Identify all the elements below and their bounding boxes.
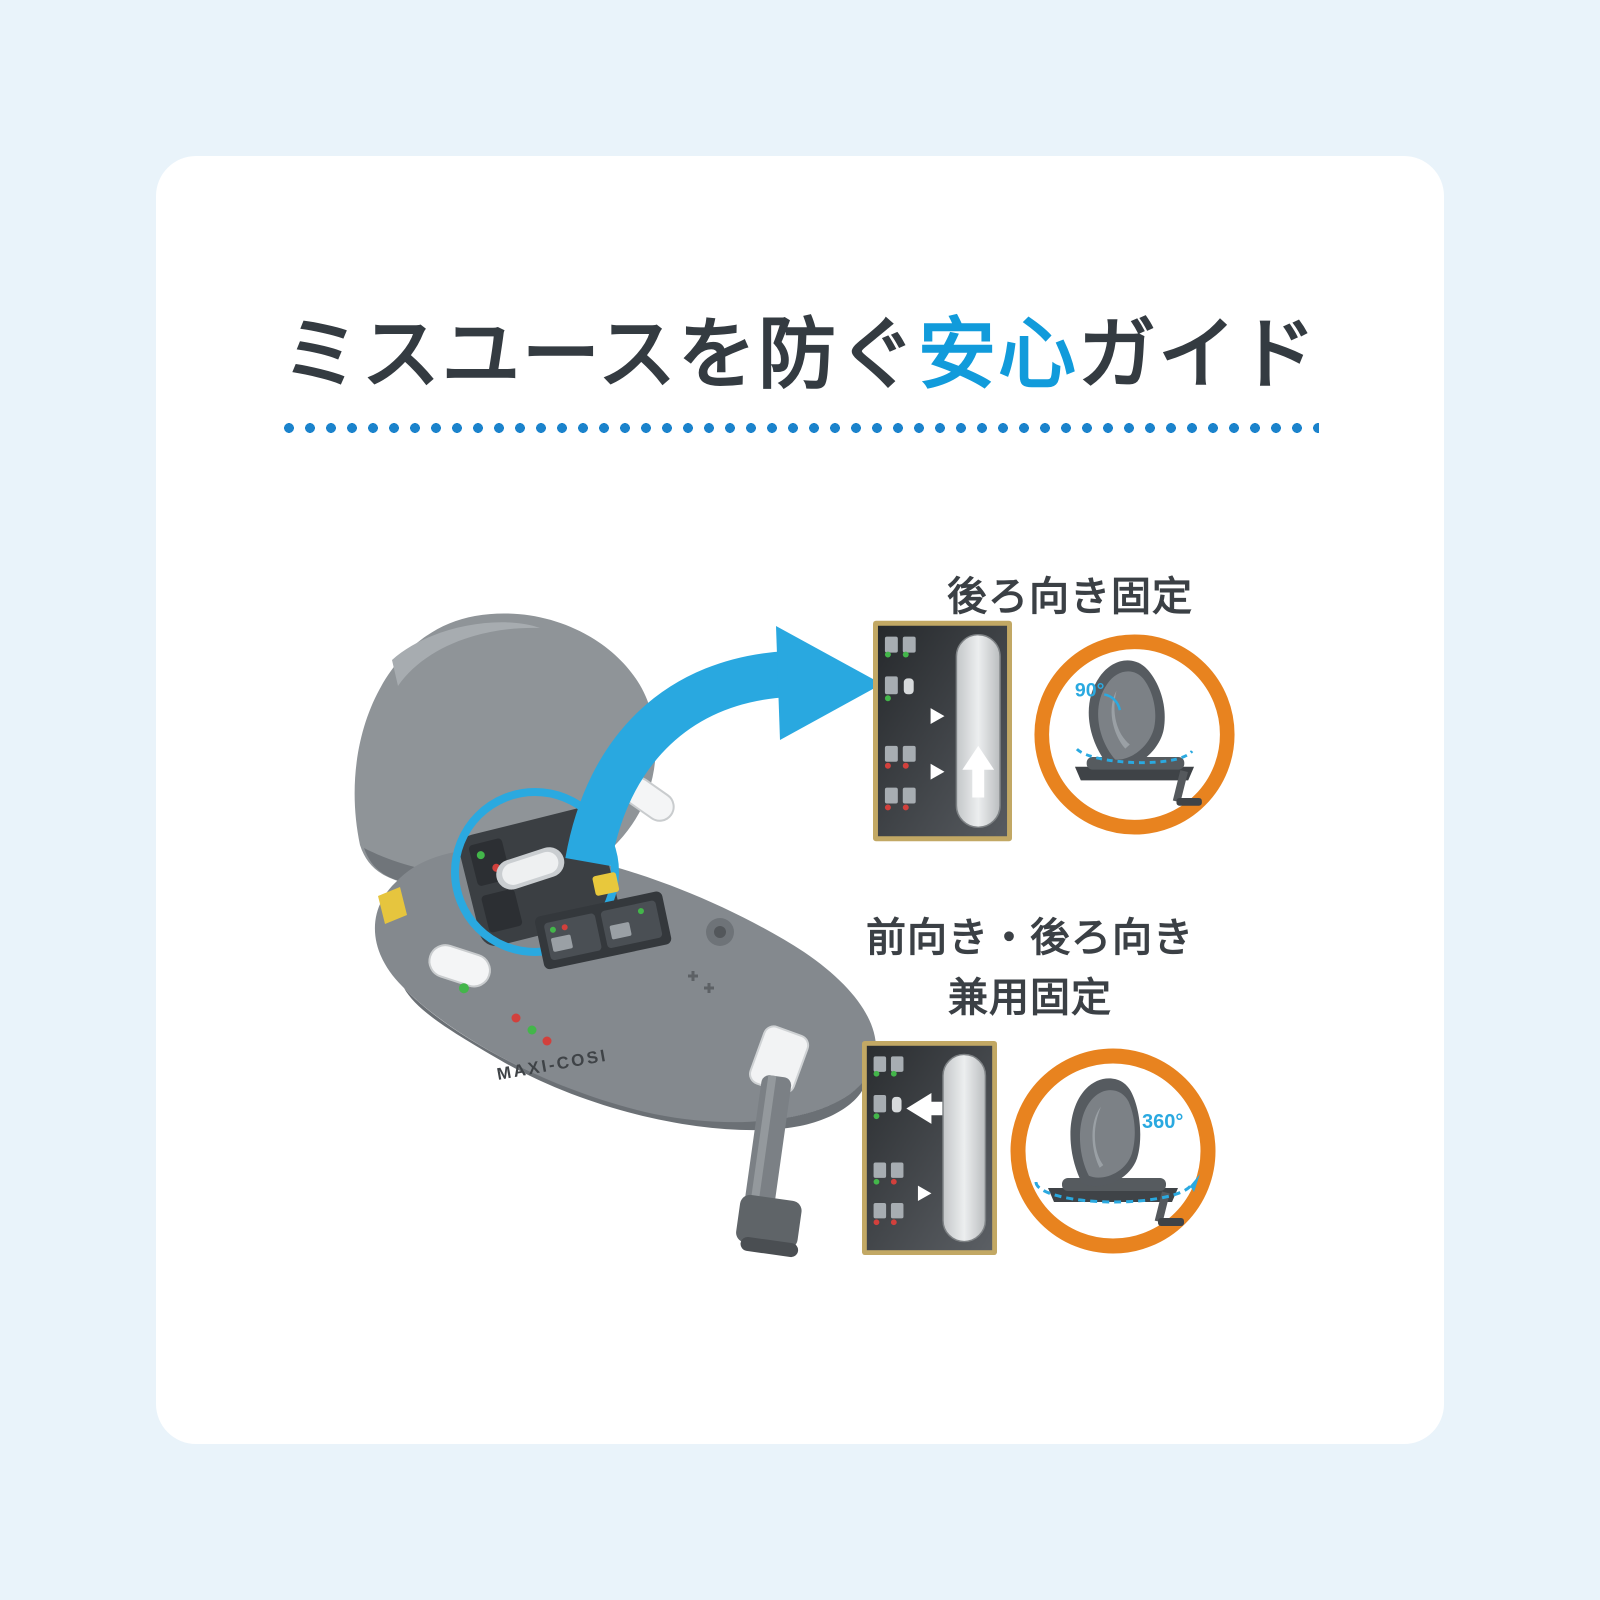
section-label-dual: 前向き・後ろ向き 兼用固定: [810, 908, 1250, 1028]
angle-arc: [1103, 693, 1122, 711]
section-label-dual-line1: 前向き・後ろ向き: [866, 916, 1194, 960]
swivel-seat-badge: 360°: [1010, 1048, 1216, 1254]
panel-arrow-icon: [930, 763, 945, 780]
mode-icons: [873, 1056, 904, 1226]
content-card: ミスユースを防ぐ安心ガイド: [156, 156, 1444, 1444]
indicator-dots: [511, 918, 734, 1046]
selector-panel-dual: [862, 1040, 997, 1256]
yellow-accent: [378, 887, 407, 924]
slider-pill: [942, 1053, 987, 1243]
title-text-highlight: 安心: [918, 310, 1079, 398]
swivel-arc: [1034, 1181, 1194, 1204]
highlight-ring: [451, 788, 619, 956]
seat-silhouette-swivel: [1048, 1078, 1184, 1226]
section-label-dual-line2: 兼用固定: [948, 976, 1112, 1020]
panel-arrow-icon: [917, 1185, 932, 1202]
yellow-sticker: [592, 872, 620, 896]
title-text-before: ミスユースを防ぐ: [281, 310, 919, 398]
dotted-divider: [283, 422, 1319, 434]
section-label-rear-facing: 後ろ向き固定: [947, 575, 1193, 619]
sticker-panel: [535, 891, 672, 970]
selector-switch: [496, 847, 565, 890]
recline-arc: [1075, 747, 1194, 765]
panel-arrow-icon: [930, 708, 945, 725]
selector-panel-rear-facing: [873, 620, 1012, 842]
rear-facing-seat-badge: 90°: [1034, 634, 1235, 835]
page-title: ミスユースを防ぐ安心ガイド: [156, 292, 1444, 404]
slider-pill: [955, 633, 1001, 829]
title-text-after: ガイド: [1078, 310, 1319, 398]
base-platform: [374, 848, 877, 1131]
slider-left-arrow-icon: [906, 1093, 945, 1124]
slider-up-arrow-icon: [962, 745, 995, 798]
swivel-arc-arrowhead: [1190, 1174, 1200, 1192]
release-lever-left: [428, 944, 491, 994]
pointer-arrow: [565, 626, 882, 867]
seat-silhouette-rear-facing: [1074, 660, 1202, 806]
angle-label-90: 90°: [1075, 679, 1105, 701]
mode-icons: [884, 636, 916, 811]
angle-label-360: 360°: [1142, 1111, 1183, 1133]
support-leg: [736, 1025, 810, 1258]
